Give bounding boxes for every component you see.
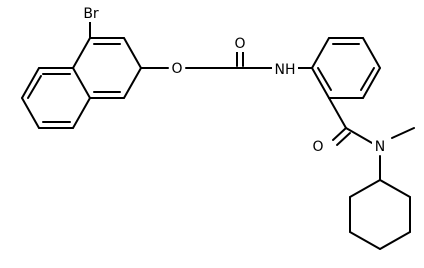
benzamide-co-bond-1 xyxy=(332,127,347,141)
cyclohexane-ring xyxy=(349,179,411,250)
atom-n-amide2-label: N xyxy=(375,139,385,155)
atom-nh: NH xyxy=(272,60,298,78)
atom-o-ether: O xyxy=(169,59,185,77)
n-methyl-bond xyxy=(391,127,415,139)
atom-o-amide2: O xyxy=(310,137,326,155)
atom-o-amide1: O xyxy=(232,34,248,52)
benzene-ring xyxy=(311,37,381,99)
naphthalene-right-ring xyxy=(72,37,142,99)
atom-o-amide1-label: O xyxy=(234,36,245,52)
benzamide-co-bond-2 xyxy=(336,132,351,146)
atom-o-amide2-label: O xyxy=(312,139,323,155)
atom-br-label: Br xyxy=(83,6,99,22)
aryl-carbonyl-bond xyxy=(328,97,347,129)
atom-o-ether-label: O xyxy=(171,61,182,77)
atom-n-amide2: N xyxy=(372,137,388,155)
naphthalene-left-ring xyxy=(21,67,91,129)
benzamide-cn-bond xyxy=(345,127,373,144)
atom-br: Br xyxy=(80,4,102,22)
atom-nh-label: NH xyxy=(275,62,296,78)
